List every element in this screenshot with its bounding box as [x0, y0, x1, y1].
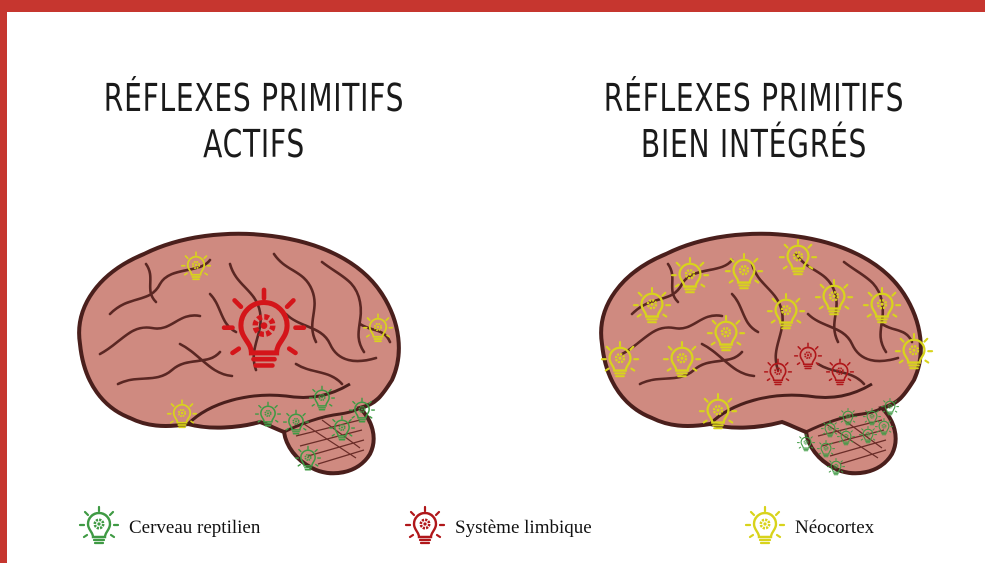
title-left-line1: RÉFLEXES PRIMITIFS [99, 75, 410, 121]
legend-item-reptilian: Cerveau reptilien [73, 502, 260, 554]
neocortex-legend-icon [739, 502, 791, 554]
legend-item-limbic: Système limbique [399, 502, 592, 554]
title-integrated-reflexes: RÉFLEXES PRIMITIFS BIEN INTÉGRÉS [599, 75, 910, 167]
infographic-frame: RÉFLEXES PRIMITIFS ACTIFS RÉFLEXES PRIMI… [7, 12, 985, 563]
title-active-reflexes: RÉFLEXES PRIMITIFS ACTIFS [99, 75, 410, 167]
brain-body [601, 234, 921, 474]
reptilian-legend-icon [73, 502, 125, 554]
legend-label-reptilian: Cerveau reptilien [129, 517, 260, 539]
limbic-legend-icon [399, 502, 451, 554]
legend-label-limbic: Système limbique [455, 517, 592, 539]
title-right-line1: RÉFLEXES PRIMITIFS [599, 75, 910, 121]
brain-body [79, 234, 399, 474]
legend-item-neocortex: Néocortex [739, 502, 874, 554]
title-left-line2: ACTIFS [99, 121, 410, 167]
brain-illustration-integrated [582, 224, 942, 484]
title-right-line2: BIEN INTÉGRÉS [599, 121, 910, 167]
legend-label-neocortex: Néocortex [795, 517, 874, 539]
brain-illustration-active [60, 224, 420, 484]
